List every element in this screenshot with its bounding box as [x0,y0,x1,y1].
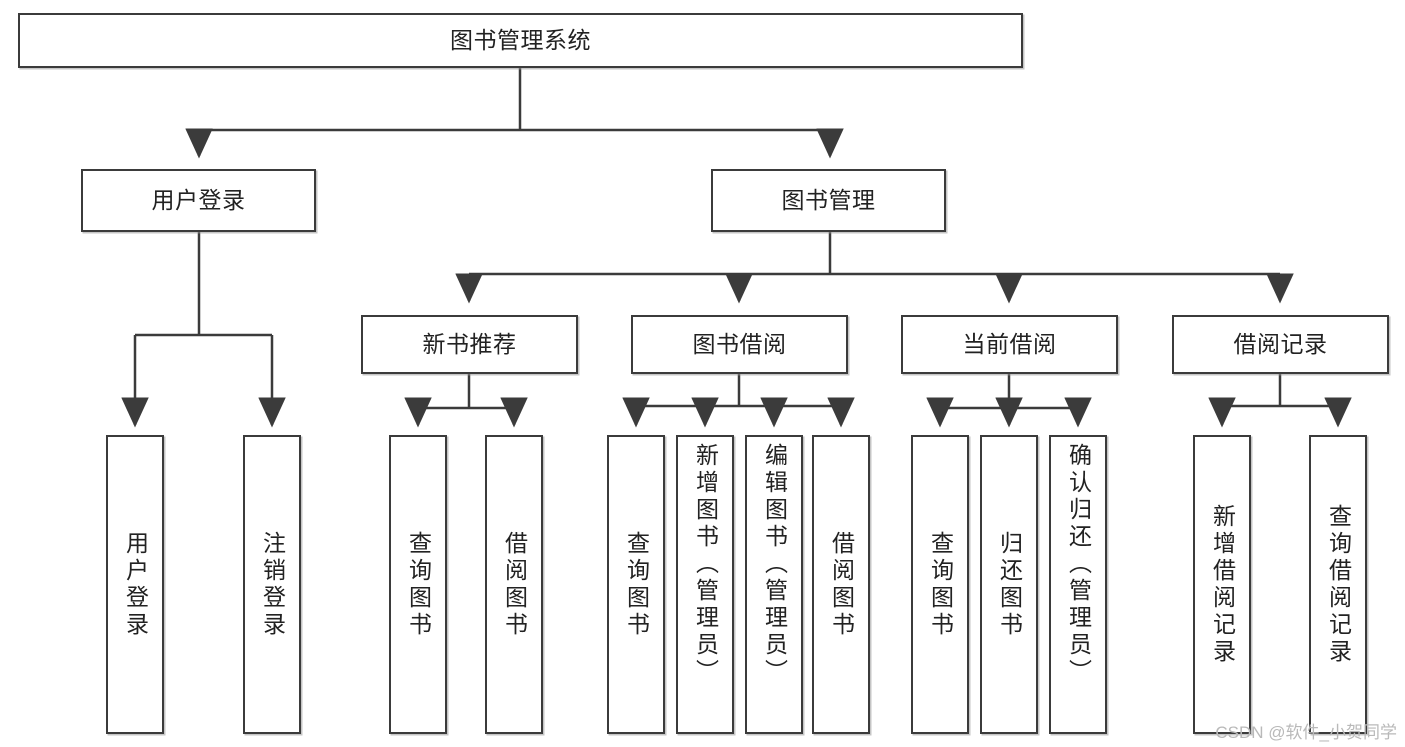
node-label: 借阅图书 [501,530,528,639]
node-label: 归还图书 [996,530,1023,639]
node-new-book-recommend[interactable]: 新书推荐 [361,315,578,374]
node-label: 新书推荐 [422,330,517,357]
node-current-borrow[interactable]: 当前借阅 [901,315,1118,374]
leaf-borrow-borrow-book[interactable]: 借阅图书 [812,435,870,734]
node-label: 用户登录 [151,186,246,213]
node-label: 借阅记录 [1233,330,1328,357]
node-label: 注销登录 [259,530,286,639]
node-label: 借阅图书 [828,530,855,639]
leaf-borrow-edit-book-admin[interactable]: 编辑图书（管理员） [745,435,803,734]
node-label: 新增借阅记录 [1209,503,1236,666]
node-label: 图书借阅 [692,330,787,357]
node-borrow-record[interactable]: 借阅记录 [1172,315,1389,374]
node-label: 用户登录 [122,530,149,639]
node-label: 当前借阅 [962,330,1057,357]
node-label: 新增图书（管理员） [692,443,719,686]
node-label: 图书管理 [781,186,876,213]
leaf-recommend-query-book[interactable]: 查询图书 [389,435,447,734]
leaf-current-confirm-return-admin[interactable]: 确认归还（管理员） [1049,435,1107,734]
node-label: 编辑图书（管理员） [761,443,788,686]
leaf-record-query-record[interactable]: 查询借阅记录 [1309,435,1367,734]
leaf-current-query-book[interactable]: 查询图书 [911,435,969,734]
node-label: 图书管理系统 [450,26,591,53]
leaf-user-login-logout[interactable]: 注销登录 [243,435,301,734]
node-label: 查询图书 [927,530,954,639]
leaf-record-add-record[interactable]: 新增借阅记录 [1193,435,1251,734]
node-label: 查询图书 [405,530,432,639]
leaf-recommend-borrow-book[interactable]: 借阅图书 [485,435,543,734]
leaf-user-login-login[interactable]: 用户登录 [106,435,164,734]
node-book-borrow[interactable]: 图书借阅 [631,315,848,374]
node-label: 确认归还（管理员） [1065,443,1092,686]
leaf-current-return-book[interactable]: 归还图书 [980,435,1038,734]
leaf-borrow-add-book-admin[interactable]: 新增图书（管理员） [676,435,734,734]
watermark-text: CSDN @软件_小贺同学 [1215,723,1397,742]
node-label: 查询图书 [623,530,650,639]
leaf-borrow-query-book[interactable]: 查询图书 [607,435,665,734]
node-user-login[interactable]: 用户登录 [81,169,316,232]
node-root-system[interactable]: 图书管理系统 [18,13,1023,68]
node-label: 查询借阅记录 [1325,503,1352,666]
node-book-management[interactable]: 图书管理 [711,169,946,232]
